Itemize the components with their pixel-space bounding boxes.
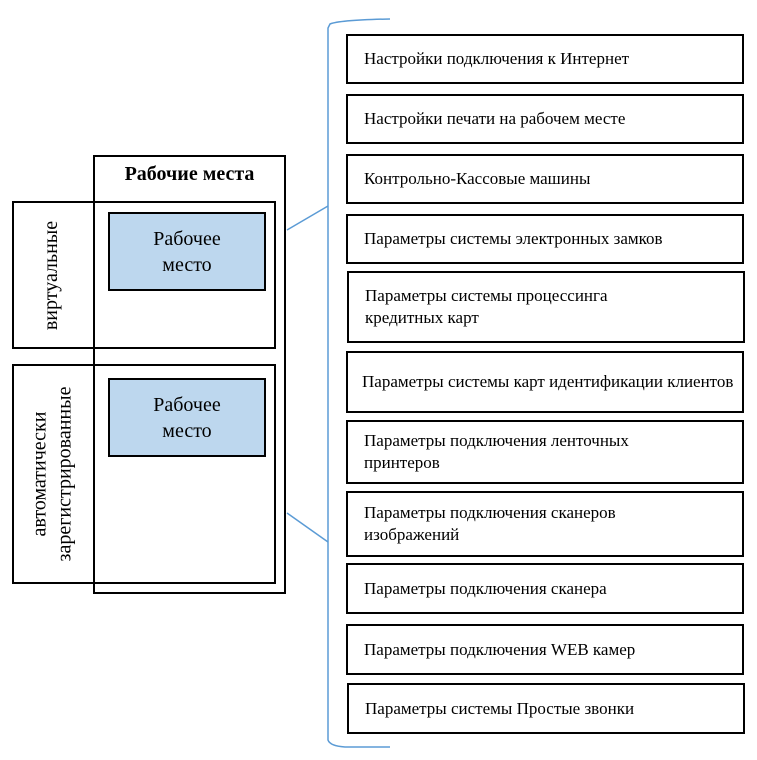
settings-item: Параметры системы электронных замков (346, 214, 744, 264)
settings-item: Параметры подключения WEB камер (346, 624, 744, 675)
settings-item: Параметры системы Простые звонки (347, 683, 745, 734)
group-auto-registered (12, 364, 276, 584)
settings-item: Параметры системы процессинга кредитных … (347, 271, 745, 343)
settings-item: Настройки печати на рабочем месте (346, 94, 744, 144)
group-virtual-label: виртуальные (40, 220, 63, 330)
settings-item: Контрольно-Кассовые машины (346, 154, 744, 204)
connector-top (286, 205, 329, 231)
group-virtual (12, 201, 276, 349)
workstations-title: Рабочие места (124, 163, 255, 185)
settings-item: Параметры системы карт идентификации кли… (346, 351, 744, 413)
workstations-container (93, 155, 286, 594)
settings-item: Параметры подключения сканера (346, 563, 744, 614)
connector-bottom (286, 512, 329, 543)
settings-bracket (327, 18, 391, 748)
workstation-auto-registered: Рабочее место (108, 378, 266, 457)
settings-item: Настройки подключения к Интернет (346, 34, 744, 84)
workstation-virtual: Рабочее место (108, 212, 266, 291)
settings-item: Параметры подключения ленточных принтеро… (346, 420, 744, 484)
settings-item: Параметры подключения сканеров изображен… (346, 491, 744, 557)
